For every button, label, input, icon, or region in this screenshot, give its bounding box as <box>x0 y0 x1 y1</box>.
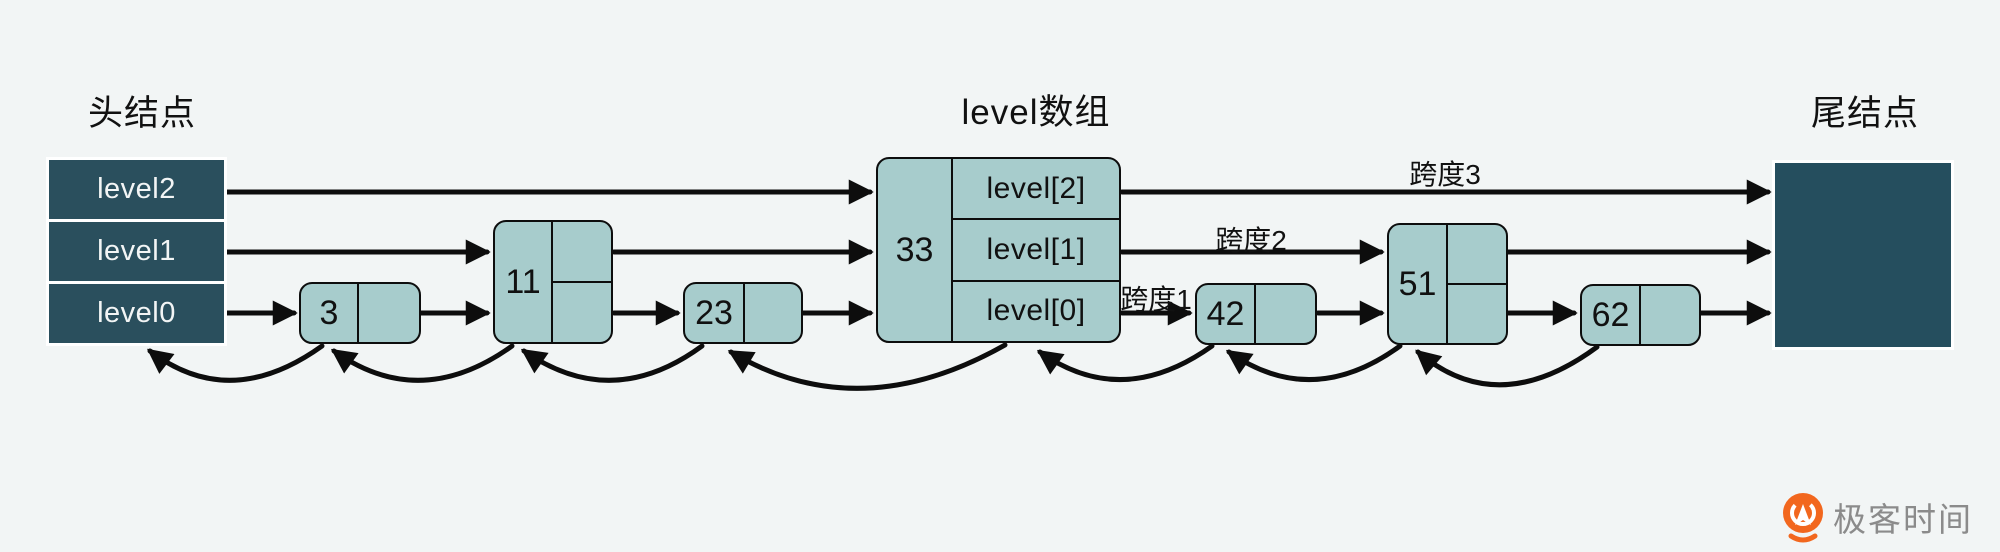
backarc-3-to-head <box>147 343 325 383</box>
node-11-level0-pointer-cell <box>553 283 611 342</box>
backarc-62-to-51 <box>1415 344 1600 388</box>
node-62: 62 <box>1580 284 1701 346</box>
backarc-23-to-11 <box>520 343 705 383</box>
node-33-level0-cell: level[0] <box>986 294 1086 328</box>
node-33-level2-cell: level[2] <box>953 159 1119 221</box>
node-3-value: 3 <box>301 284 359 342</box>
head-node-title: 头结点 <box>87 94 196 133</box>
backarc-11-to-3 <box>330 343 515 383</box>
head-level2-cell: level2 <box>49 160 224 219</box>
node-3-level0-pointer-cell <box>359 284 419 342</box>
node-11-level1-pointer-cell <box>553 222 611 283</box>
node-23-level0-pointer-cell <box>745 284 801 342</box>
node-33-level-array: 33 level[2] level[1] level[0] <box>876 157 1121 343</box>
node-33-value: 33 <box>878 159 953 341</box>
node-62-level0-pointer-cell <box>1641 286 1699 344</box>
node-42: 42 <box>1195 283 1317 345</box>
head-node: level2 level1 level0 <box>46 157 227 346</box>
backarc-42-to-33 <box>1036 343 1215 383</box>
span2-label: 跨度2 <box>1215 225 1287 256</box>
backarc-33-to-23 <box>727 342 1008 391</box>
node-51-value: 51 <box>1389 225 1448 343</box>
node-23: 23 <box>683 282 803 344</box>
level-array-title: level数组 <box>961 93 1111 132</box>
head-level1-cell: level1 <box>49 222 224 281</box>
node-62-value: 62 <box>1582 286 1641 344</box>
tail-node-title: 尾结点 <box>1810 94 1919 133</box>
node-3: 3 <box>299 282 421 344</box>
backarc-51-to-42 <box>1225 343 1403 383</box>
node-33-level1-cell: level[1] <box>953 220 1119 282</box>
node-11: 11 <box>493 220 613 344</box>
tail-node <box>1772 160 1954 350</box>
node-51: 51 <box>1387 223 1508 345</box>
head-level0-cell: level0 <box>49 284 224 343</box>
node-42-value: 42 <box>1197 285 1256 343</box>
geektime-logo-text: 极客时间 <box>1833 501 1973 538</box>
node-42-level0-pointer-cell <box>1256 285 1315 343</box>
geektime-logo-icon <box>1783 493 1823 543</box>
backward-pointer-arcs <box>147 342 1600 391</box>
span1-label: 跨度1 <box>1120 284 1192 315</box>
tail-node-fill <box>1775 163 1951 347</box>
node-51-level0-pointer-cell <box>1448 285 1506 343</box>
node-11-value: 11 <box>495 222 553 342</box>
node-23-value: 23 <box>685 284 745 342</box>
node-51-level1-pointer-cell <box>1448 225 1506 285</box>
geektime-logo: 极客时间 <box>1781 491 1973 543</box>
span3-label: 跨度3 <box>1409 159 1481 190</box>
